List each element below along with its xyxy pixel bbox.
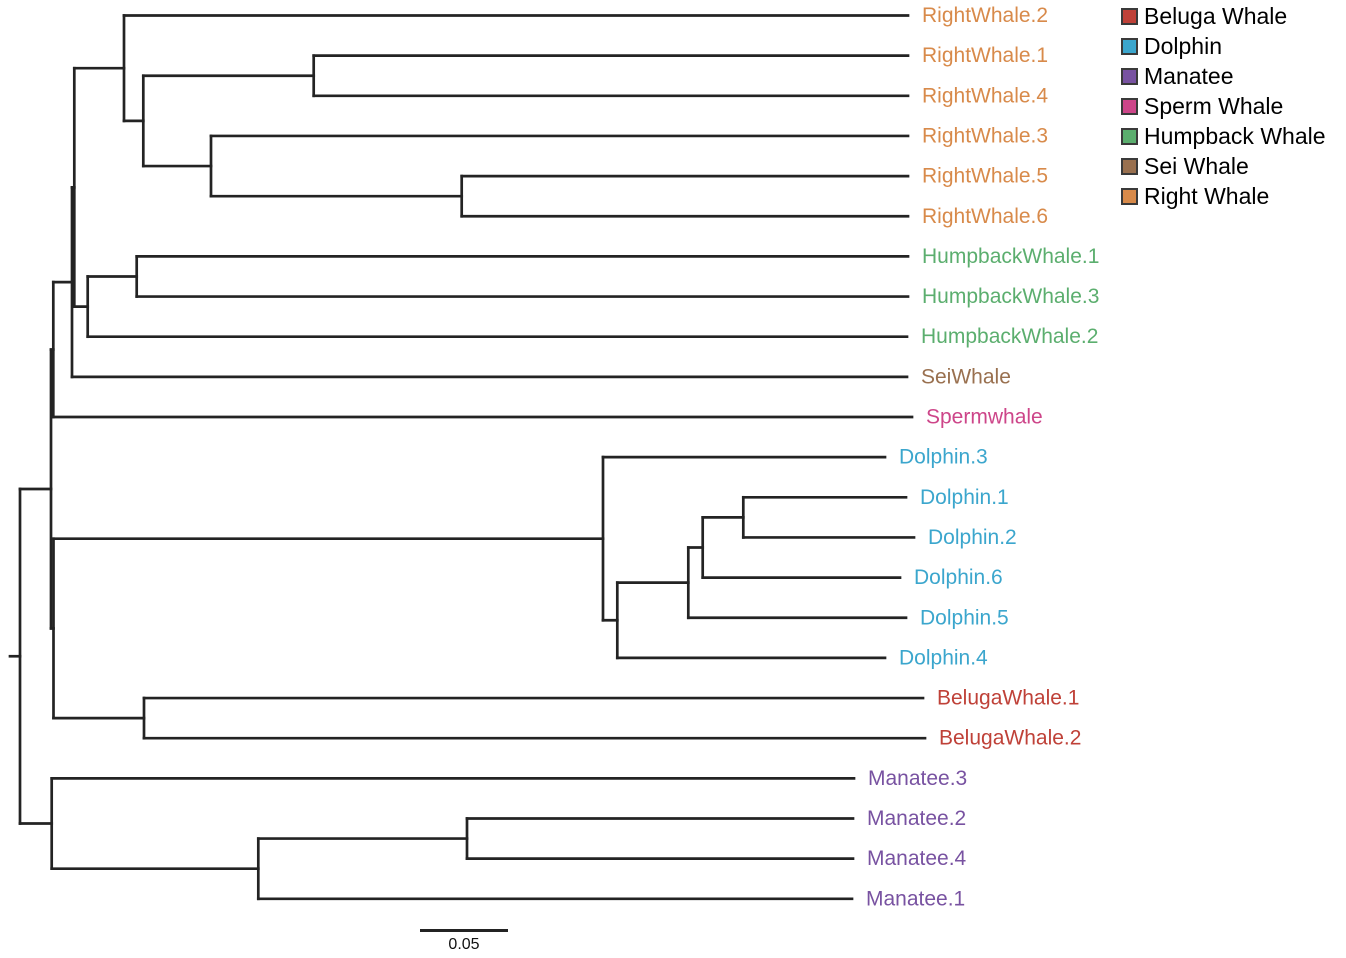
legend-item-label: Right Whale xyxy=(1144,183,1270,209)
legend-swatch-icon xyxy=(1121,187,1138,205)
legend-item-right: Right Whale xyxy=(1121,181,1326,211)
legend-item-sei: Sei Whale xyxy=(1121,151,1326,181)
tip-label-dolphin.2: Dolphin.2 xyxy=(928,526,1017,549)
legend-item-label: Beluga Whale xyxy=(1144,3,1288,29)
tip-label-dolphin.6: Dolphin.6 xyxy=(914,566,1003,589)
legend-item-sperm: Sperm Whale xyxy=(1121,91,1326,121)
legend-item-label: Sei Whale xyxy=(1144,153,1249,179)
tip-label-rightwhale.3: RightWhale.3 xyxy=(922,124,1048,147)
legend-swatch-icon xyxy=(1121,67,1138,85)
legend-swatch-icon xyxy=(1121,127,1138,145)
legend-item-label: Manatee xyxy=(1144,63,1234,89)
legend-item-label: Sperm Whale xyxy=(1144,93,1284,119)
tip-label-rightwhale.6: RightWhale.6 xyxy=(922,205,1048,228)
tip-label-humpbackwhale.3: HumpbackWhale.3 xyxy=(922,285,1099,308)
legend-swatch-icon xyxy=(1121,7,1138,25)
legend-item-dolphin: Dolphin xyxy=(1121,31,1326,61)
tip-label-belugawhale.2: BelugaWhale.2 xyxy=(939,727,1081,750)
tip-label-rightwhale.1: RightWhale.1 xyxy=(922,44,1048,67)
tip-label-manatee.3: Manatee.3 xyxy=(868,767,967,790)
tip-label-manatee.2: Manatee.2 xyxy=(867,807,966,830)
tip-label-rightwhale.2: RightWhale.2 xyxy=(922,4,1048,27)
tip-label-manatee.4: Manatee.4 xyxy=(867,847,967,870)
tip-label-rightwhale.5: RightWhale.5 xyxy=(922,165,1048,188)
legend-item-humpback: Humpback Whale xyxy=(1121,121,1326,151)
legend-item-label: Dolphin xyxy=(1144,33,1222,59)
legend-item-label: Humpback Whale xyxy=(1144,123,1326,149)
legend-swatch-icon xyxy=(1121,37,1138,55)
tip-label-belugawhale.1: BelugaWhale.1 xyxy=(937,687,1079,710)
tip-label-rightwhale.4: RightWhale.4 xyxy=(922,84,1048,107)
tip-label-humpbackwhale.2: HumpbackWhale.2 xyxy=(921,325,1098,348)
scale-bar-line xyxy=(420,928,508,932)
tip-label-dolphin.1: Dolphin.1 xyxy=(920,486,1009,509)
tip-label-humpbackwhale.1: HumpbackWhale.1 xyxy=(922,245,1099,268)
scale-bar-label: 0.05 xyxy=(448,936,480,953)
tip-label-manatee.1: Manatee.1 xyxy=(866,887,965,910)
legend-swatch-icon xyxy=(1121,157,1138,175)
legend-swatch-icon xyxy=(1121,97,1138,115)
tip-label-dolphin.5: Dolphin.5 xyxy=(920,606,1009,629)
tip-label-seiwhale: SeiWhale xyxy=(921,365,1011,388)
tip-label-dolphin.3: Dolphin.3 xyxy=(899,446,988,469)
legend-item-beluga: Beluga Whale xyxy=(1121,1,1326,31)
legend-item-manatee: Manatee xyxy=(1121,61,1326,91)
tip-label-dolphin.4: Dolphin.4 xyxy=(899,646,988,669)
tip-label-spermwhale: Spermwhale xyxy=(926,406,1043,429)
